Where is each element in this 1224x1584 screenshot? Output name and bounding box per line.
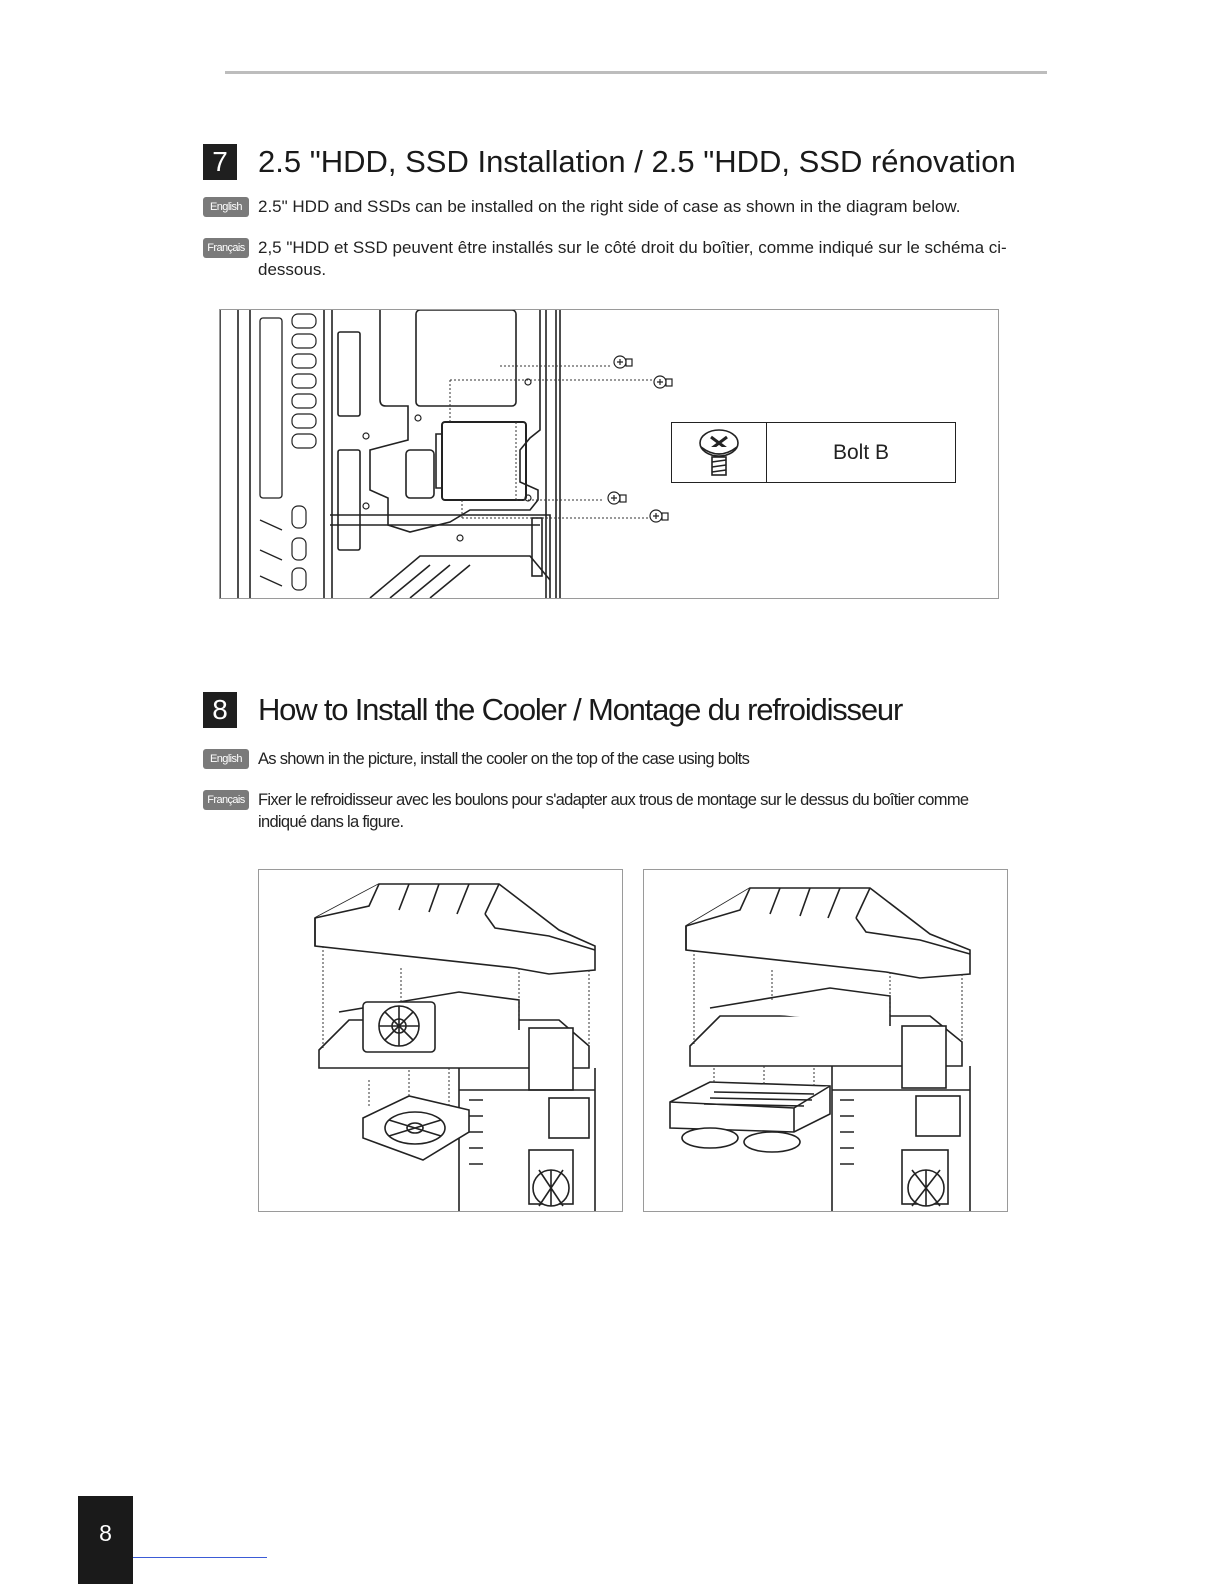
fan-cooler-illustration <box>314 883 596 1211</box>
bolt-b-legend: Bolt B <box>671 422 956 483</box>
phillips-bolt-icon <box>699 428 739 476</box>
french-text: 2,5 "HDD et SSD peuvent être installés s… <box>258 238 1007 279</box>
french-text: Fixer le refroidisseur avec les boulons … <box>258 791 969 831</box>
section-number: 8 <box>203 692 237 728</box>
cooler-fan-diagram <box>258 869 623 1212</box>
bolt-label: Bolt B <box>832 440 890 464</box>
section-7-english: English 2.5" HDD and SSDs can be install… <box>203 196 1038 218</box>
section-7-heading: 7 2.5 "HDD, SSD Installation / 2.5 "HDD,… <box>203 144 1016 180</box>
english-text: 2.5" HDD and SSDs can be installed on th… <box>258 197 961 216</box>
english-badge: English <box>203 749 249 769</box>
header-rule <box>225 71 1047 74</box>
section-title: 2.5 "HDD, SSD Installation / 2.5 "HDD, S… <box>258 144 1016 179</box>
english-badge: English <box>203 197 249 217</box>
radiator-cooler-illustration <box>669 887 971 1211</box>
section-number: 7 <box>203 144 237 180</box>
section-7-french: Français 2,5 "HDD et SSD peuvent être in… <box>203 237 1028 281</box>
section-title: How to Install the Cooler / Montage du r… <box>258 692 903 727</box>
cooler-radiator-diagram <box>643 869 1008 1212</box>
section-8-french: Français Fixer le refroidisseur avec les… <box>203 789 1018 833</box>
section-8-heading: 8 How to Install the Cooler / Montage du… <box>203 692 903 728</box>
hdd-ssd-illustration <box>220 310 673 598</box>
french-badge: Français <box>203 790 249 810</box>
section-8-english: English As shown in the picture, install… <box>203 748 1038 770</box>
french-badge: Français <box>203 238 249 258</box>
footer-rule <box>133 1557 267 1558</box>
bolt-icon-cell <box>672 423 767 482</box>
english-text: As shown in the picture, install the coo… <box>258 750 750 768</box>
page-number-tab: 8 <box>78 1496 133 1584</box>
